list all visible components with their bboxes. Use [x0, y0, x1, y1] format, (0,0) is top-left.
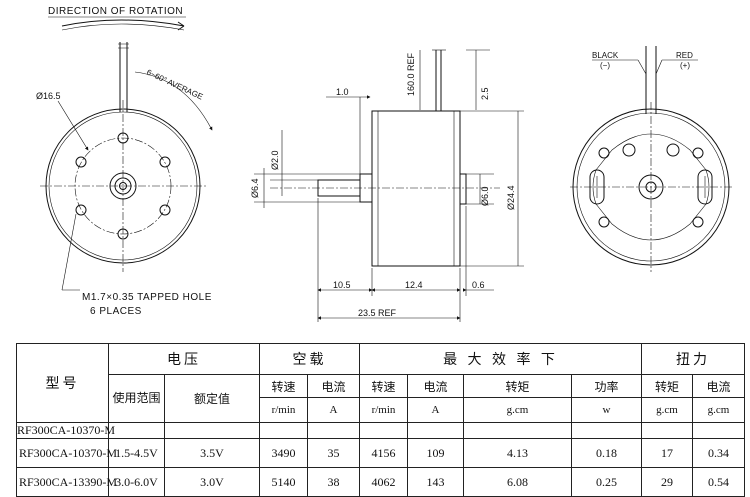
rated-header: 额定值 — [164, 374, 260, 423]
rear-view: BLACK (−) RED (+) — [570, 46, 734, 272]
noload-current-cell: 38 — [307, 467, 360, 497]
maxeff-current-header: 电流 — [407, 374, 464, 398]
voltage-header: 电压 — [108, 343, 260, 375]
table-row: RF300CA-13390-M 3.0-6.0V 3.0V 5140 38 40… — [16, 467, 745, 497]
red-lead-sign: (+) — [680, 61, 690, 70]
motor-body-side — [371, 110, 461, 267]
stall-current-cell: 0.34 — [692, 438, 745, 468]
rated-cell: 3.5V — [164, 438, 260, 468]
black-lead-sign: (−) — [600, 61, 610, 70]
maxeff-current-cell: 143 — [407, 467, 464, 497]
stall-current-header: 电流 — [692, 374, 745, 398]
maxeff-power-cell: 0.18 — [571, 438, 642, 468]
cut-off-row: RF300CA-10370-M — [16, 422, 116, 439]
cap-length-label: 0.6 — [472, 280, 485, 290]
max-efficiency-header: 最 大 效 率 下 — [359, 343, 642, 375]
unit-a: A — [407, 397, 464, 423]
table-row: RF300CA-10370-M 1.5-4.5V 3.5V 3490 35 41… — [16, 438, 745, 468]
model-header: 型号 — [16, 343, 109, 423]
motor-shaft — [317, 179, 361, 197]
unit-gcm: g.cm — [641, 397, 693, 423]
shaft-length-label: 10.5 — [333, 280, 351, 290]
unit-w: w — [571, 397, 642, 423]
maxeff-speed-cell: 4062 — [359, 467, 408, 497]
unit-rpm: r/min — [259, 397, 308, 423]
noload-current-header: 电流 — [307, 374, 360, 398]
body-diameter-label: Ø24.4 — [506, 185, 516, 210]
range-cell: 1.5-4.5V — [108, 438, 165, 468]
angle-label: 6~60° AVERAGE — [145, 68, 204, 102]
spec-table: 型号 电压 空载 最 大 效 率 下 扭力 使用范围 额定值 转速 电流 转速 … — [16, 343, 745, 497]
rated-cell: 3.0V — [164, 467, 260, 497]
maxeff-torque-cell: 4.13 — [463, 438, 572, 468]
maxeff-current-cell: 109 — [407, 438, 464, 468]
torque-header: 扭力 — [641, 343, 745, 375]
maxeff-torque-header: 转矩 — [463, 374, 572, 398]
direction-label: DIRECTION OF ROTATION — [48, 6, 183, 17]
noload-speed-cell: 5140 — [259, 467, 308, 497]
body-length-label: 12.4 — [405, 280, 423, 290]
maxeff-power-cell: 0.25 — [571, 467, 642, 497]
lead-length-label: 160.0 REF — [406, 52, 416, 96]
black-lead-label: BLACK — [592, 51, 619, 60]
side-view: 160.0 REF 2.5 1.0 Ø2.0 Ø6.4 Ø6.0 Ø24.4 — [250, 49, 524, 322]
red-lead-label: RED — [676, 51, 693, 60]
tapped-hole-count: 6 PLACES — [90, 306, 142, 317]
model-cell: RF300CA-10370-M — [16, 438, 117, 468]
maxeff-speed-header: 转速 — [359, 374, 408, 398]
unit-gcm: g.cm — [463, 397, 572, 423]
noload-speed-header: 转速 — [259, 374, 308, 398]
shaft-step-label: 1.0 — [336, 87, 349, 97]
total-length-label: 23.5 REF — [358, 308, 397, 318]
maxeff-torque-cell: 6.08 — [463, 467, 572, 497]
front-view: DIRECTION OF ROTATION Ø16.5 — [36, 6, 213, 317]
range-header: 使用范围 — [108, 374, 165, 423]
boss-diameter-right-label: Ø6.0 — [480, 186, 490, 206]
shaft-diameter-label: Ø2.0 — [270, 150, 280, 170]
lead-tip-label: 2.5 — [480, 87, 490, 100]
motor-technical-drawing: DIRECTION OF ROTATION Ø16.5 — [36, 6, 734, 322]
stall-torque-cell: 17 — [641, 438, 693, 468]
noload-speed-cell: 3490 — [259, 438, 308, 468]
unit-rpm: r/min — [359, 397, 408, 423]
stall-torque-cell: 29 — [641, 467, 693, 497]
model-cell: RF300CA-13390-M — [16, 467, 117, 497]
maxeff-power-header: 功率 — [571, 374, 642, 398]
boss-diameter-left-label: Ø6.4 — [250, 178, 260, 198]
stall-current-cell: 0.54 — [692, 467, 745, 497]
tapped-holes — [75, 132, 171, 240]
noload-header: 空载 — [259, 343, 360, 375]
unit-a: A — [307, 397, 360, 423]
stall-torque-header: 转矩 — [641, 374, 693, 398]
unit-gcm: g.cm — [692, 397, 745, 423]
mount-diameter-label: Ø16.5 — [36, 91, 61, 101]
range-cell: 3.0-6.0V — [108, 467, 165, 497]
tapped-hole-label: M1.7×0.35 TAPPED HOLE — [82, 292, 212, 303]
noload-current-cell: 35 — [307, 438, 360, 468]
rotation-arrow-icon — [61, 19, 185, 31]
maxeff-speed-cell: 4156 — [359, 438, 408, 468]
